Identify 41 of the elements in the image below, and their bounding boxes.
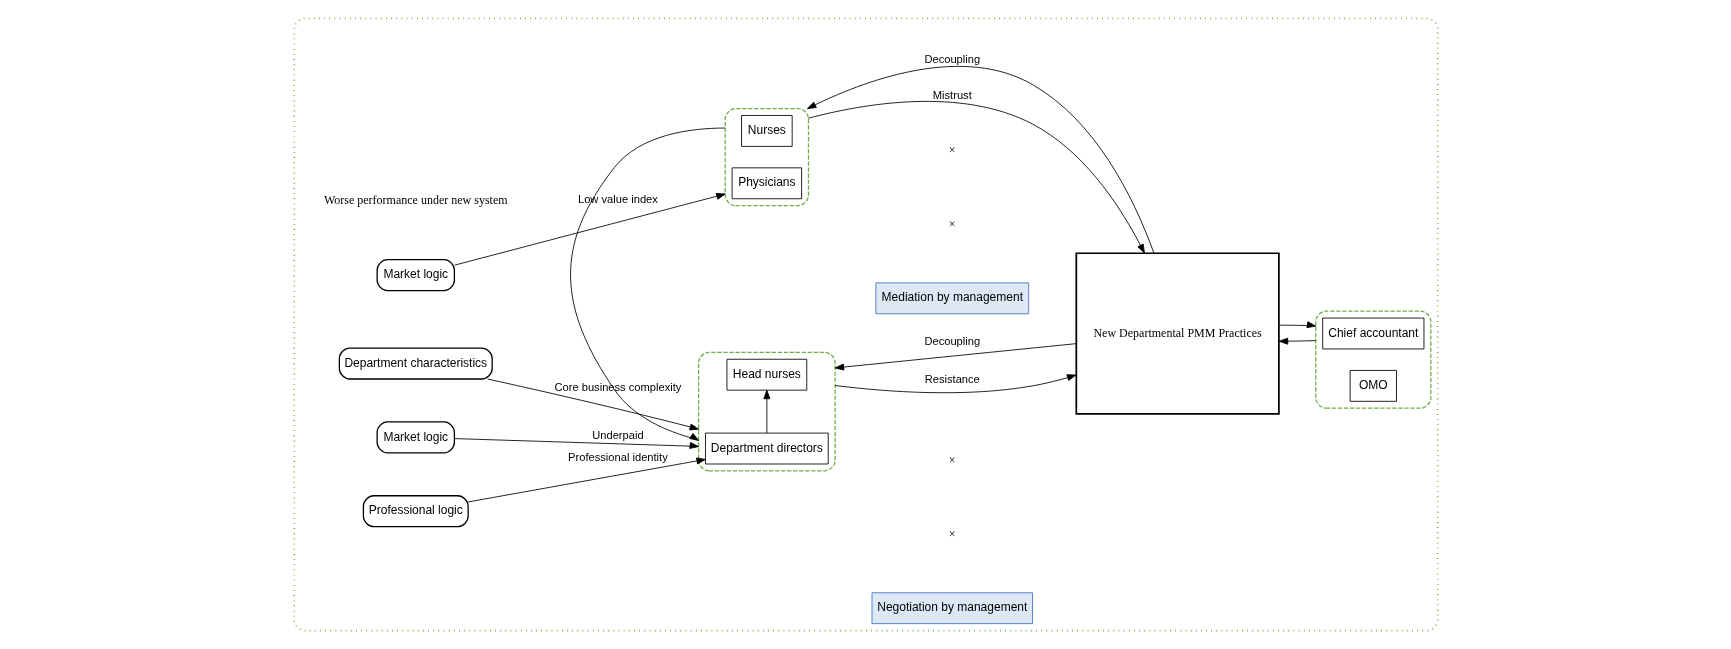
label: × xyxy=(948,142,956,157)
arrow xyxy=(762,389,770,434)
arrow xyxy=(834,343,1077,371)
arrow xyxy=(486,378,699,431)
node-box: Negotiation by management xyxy=(871,592,1033,625)
arrow xyxy=(834,374,1076,394)
cluster xyxy=(724,107,809,207)
arrow xyxy=(467,457,706,503)
node-box: Physicians xyxy=(731,167,802,200)
node-box: Market logic xyxy=(376,259,455,292)
node-box: OMO xyxy=(1349,370,1397,402)
arrow xyxy=(806,65,1154,254)
edge-label: Core business complexity xyxy=(553,381,681,394)
node-box: Head nurses xyxy=(726,358,807,391)
arrow xyxy=(807,101,1145,254)
node-box: New Departmental PMM Practices xyxy=(1074,252,1280,415)
node-box: Nurses xyxy=(740,115,793,147)
edge-label: Resistance xyxy=(924,372,980,385)
arrow xyxy=(1278,321,1316,329)
cluster xyxy=(292,17,1439,632)
edge-label: Low value index xyxy=(577,192,658,205)
edge-label: Decoupling xyxy=(923,335,980,348)
label: Worse performance under new system xyxy=(323,193,508,208)
arrow xyxy=(453,438,699,449)
cluster xyxy=(1314,310,1431,409)
node-box: Professional logic xyxy=(362,495,469,528)
node-box: Mediation by management xyxy=(874,282,1029,315)
edge-label: Professional identity xyxy=(567,450,668,463)
arrow xyxy=(569,127,726,441)
label: × xyxy=(948,216,956,231)
node-box: Department directors xyxy=(704,432,829,465)
label: × xyxy=(948,526,956,541)
node-box: Chief accountant xyxy=(1321,317,1424,350)
label: × xyxy=(948,452,956,467)
edge-label: Mistrust xyxy=(932,88,972,101)
edge-label: Decoupling xyxy=(923,53,980,66)
node-box: Market logic xyxy=(376,421,455,454)
arrow xyxy=(1278,337,1316,345)
arrow xyxy=(453,193,726,266)
node-box: Department characteristics xyxy=(338,347,493,380)
edge-label: Underpaid xyxy=(591,429,644,442)
